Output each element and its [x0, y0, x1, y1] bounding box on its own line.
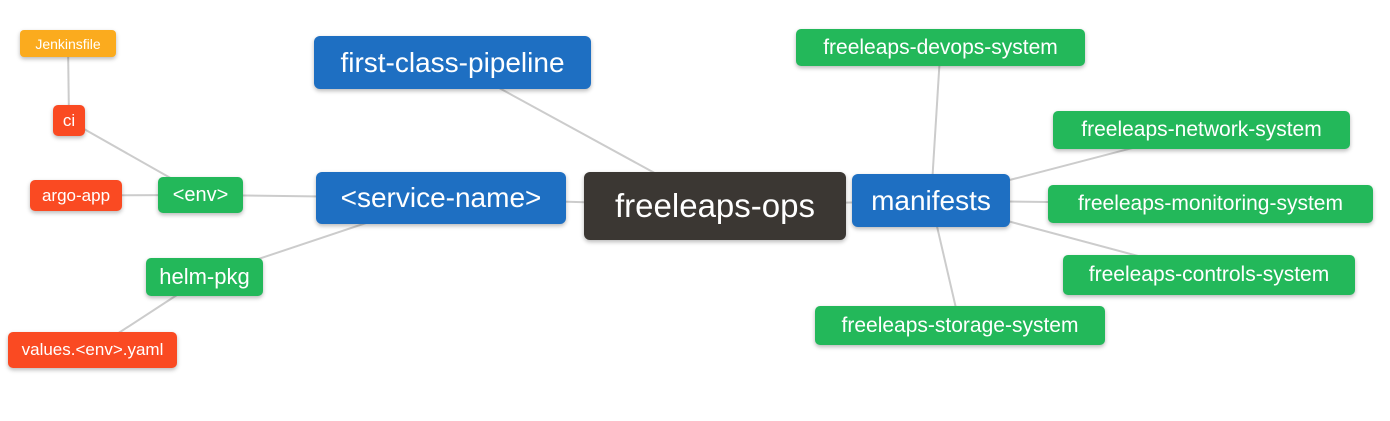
node-service-name[interactable]: <service-name>: [316, 172, 566, 224]
node-freeleaps-storage-system[interactable]: freeleaps-storage-system: [815, 306, 1105, 345]
node-freeleaps-ops[interactable]: freeleaps-ops: [584, 172, 846, 240]
node-env[interactable]: <env>: [158, 177, 243, 213]
node-ci[interactable]: ci: [53, 105, 85, 136]
node-freeleaps-monitoring-system[interactable]: freeleaps-monitoring-system: [1048, 185, 1373, 223]
node-freeleaps-network-system[interactable]: freeleaps-network-system: [1053, 111, 1350, 149]
node-helm-pkg[interactable]: helm-pkg: [146, 258, 263, 296]
node-jenkinsfile[interactable]: Jenkinsfile: [20, 30, 116, 57]
node-argo-app[interactable]: argo-app: [30, 180, 122, 211]
node-freeleaps-controls-system[interactable]: freeleaps-controls-system: [1063, 255, 1355, 295]
node-manifests[interactable]: manifests: [852, 174, 1010, 227]
node-first-class-pipeline[interactable]: first-class-pipeline: [314, 36, 591, 89]
node-values-env-yaml[interactable]: values.<env>.yaml: [8, 332, 177, 368]
node-freeleaps-devops-system[interactable]: freeleaps-devops-system: [796, 29, 1085, 66]
